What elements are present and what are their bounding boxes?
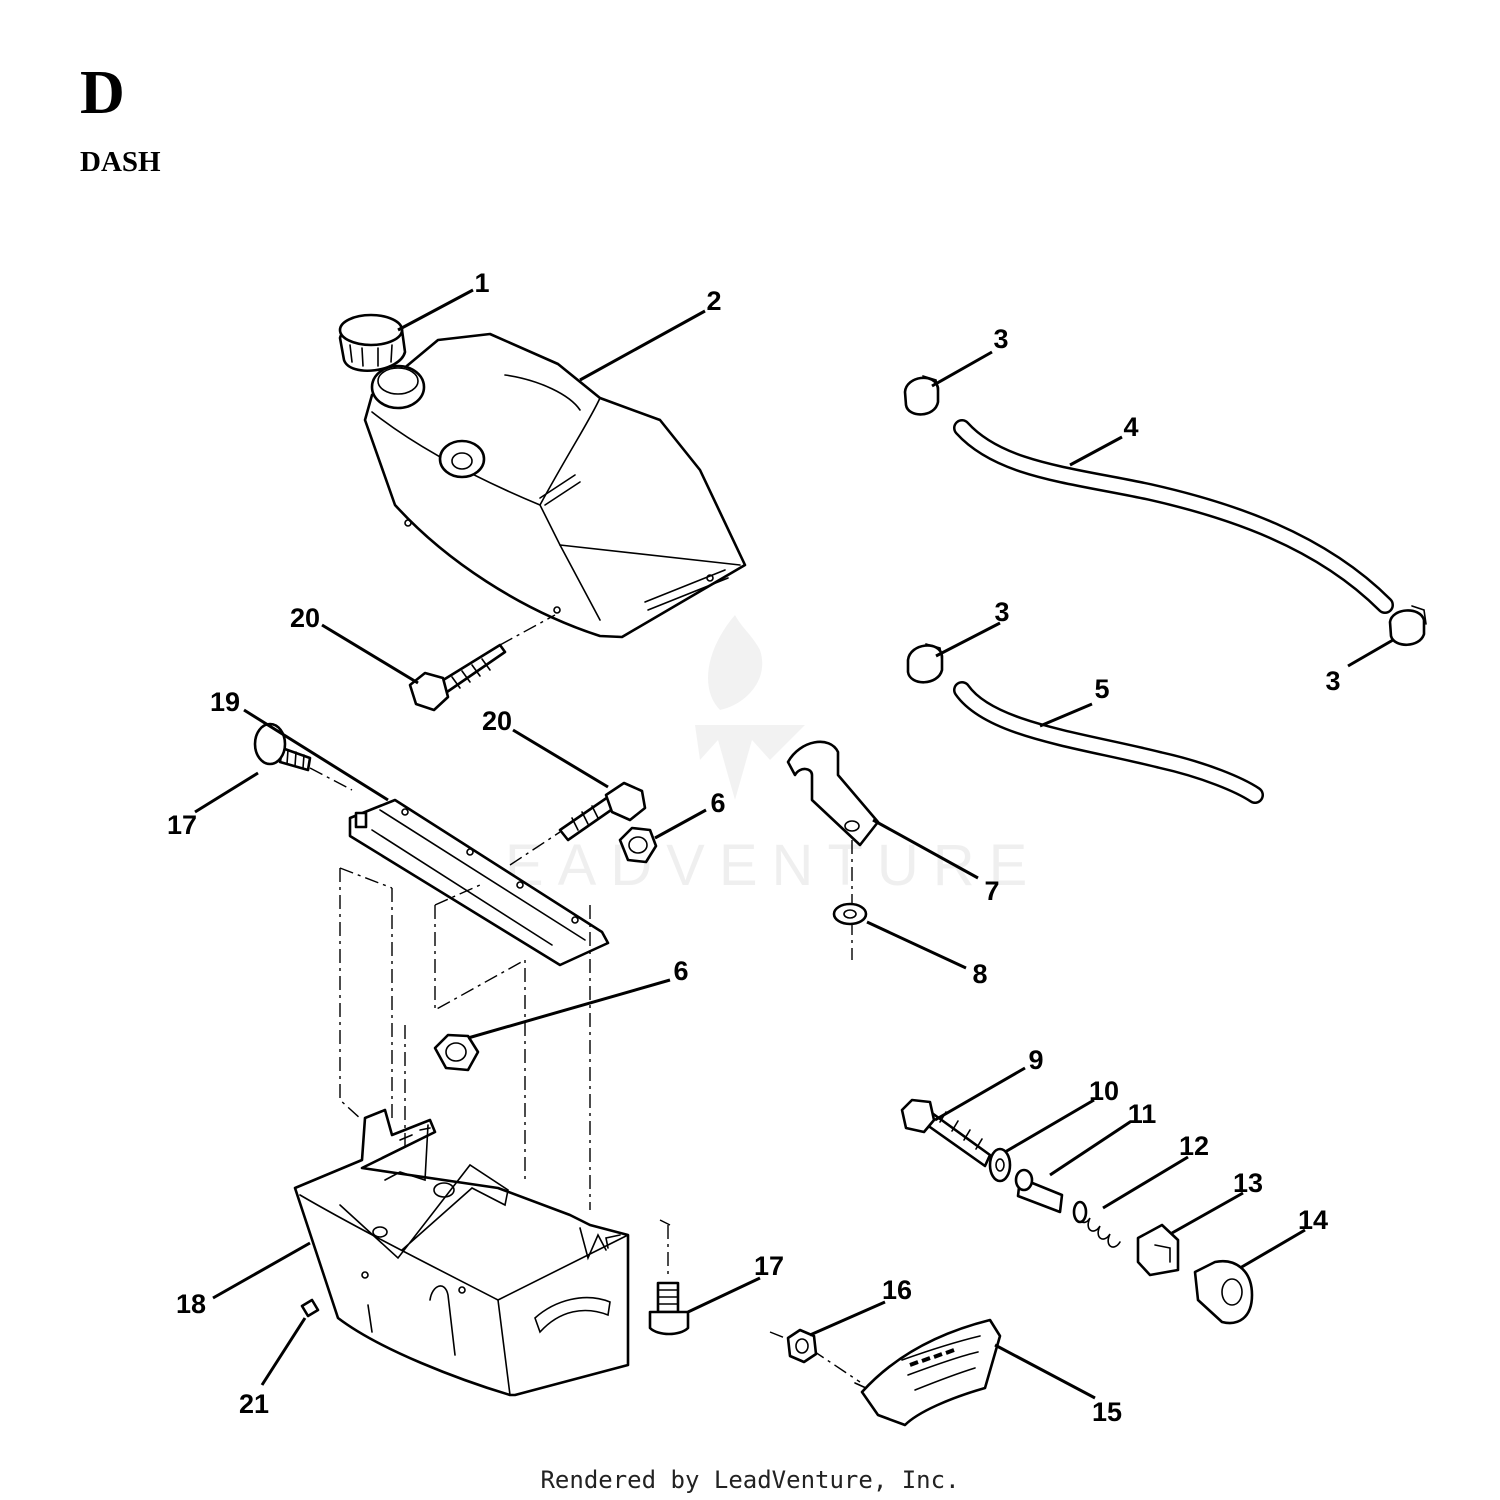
washer-10 (988, 1147, 1012, 1183)
callout-17: 17 (167, 810, 197, 840)
fuel-line-long (953, 419, 1394, 614)
watermark-logo: LEADVENTURE (459, 615, 1042, 898)
hex-bolt (900, 1098, 992, 1168)
callout-13: 13 (1233, 1168, 1263, 1198)
callout-11: 11 (1128, 1099, 1157, 1129)
fuel-line-short (953, 681, 1264, 804)
callout-3: 3 (993, 324, 1008, 354)
callout-19: 19 (210, 687, 240, 717)
callout-2: 2 (706, 286, 721, 316)
callout-3: 3 (1325, 666, 1340, 696)
throttle-decal-plate (854, 1318, 1002, 1427)
callout-15: 15 (1092, 1397, 1122, 1427)
callout-12: 12 (1179, 1131, 1209, 1161)
callout-21: 21 (239, 1389, 269, 1419)
callout-1: 1 (474, 268, 489, 298)
render-credit: Rendered by LeadVenture, Inc. (540, 1466, 960, 1494)
section-letter: D (80, 59, 125, 127)
leader-lines (194, 288, 1394, 1400)
fuel-cap (338, 313, 407, 373)
hose-clamp-right (1388, 605, 1427, 647)
hose-clamp-middle (906, 643, 944, 684)
flat-washer (832, 902, 868, 926)
hose-clamp-top (903, 375, 940, 416)
callout-20: 20 (290, 603, 320, 633)
fuel-line-clip (786, 740, 880, 960)
spacer (1014, 1168, 1064, 1214)
callout-8: 8 (972, 959, 987, 989)
throttle-nut (769, 1328, 861, 1383)
hex-nut-upper (618, 826, 658, 864)
callout-6: 6 (673, 956, 688, 986)
callout-labels: 1 2 3 4 3 5 3 20 19 20 17 6 7 8 6 9 10 1… (167, 268, 1341, 1427)
hex-nut-lower (433, 1033, 480, 1072)
fuel-tank (363, 332, 747, 639)
callout-5: 5 (1094, 674, 1109, 704)
tapping-screw-upper (408, 614, 556, 712)
assembly-centerlines (339, 867, 671, 1226)
compression-spring (1072, 1200, 1121, 1248)
callout-6: 6 (710, 788, 725, 818)
callout-10: 10 (1089, 1076, 1119, 1106)
callout-16: 16 (882, 1275, 912, 1305)
small-screw (300, 1298, 320, 1318)
callout-9: 9 (1028, 1045, 1043, 1075)
watermark-text: LEADVENTURE (459, 833, 1042, 898)
callout-7: 7 (984, 876, 999, 906)
callout-14: 14 (1298, 1205, 1328, 1235)
callout-17: 17 (754, 1251, 784, 1281)
tapping-screw-lower (509, 781, 647, 866)
dash-panel (293, 1108, 630, 1397)
carriage-bolt-upper (253, 722, 353, 791)
callout-20: 20 (482, 706, 512, 736)
carriage-bolt-lower (648, 1225, 690, 1336)
callout-4: 4 (1123, 412, 1138, 442)
callout-3: 3 (994, 597, 1009, 627)
section-title: DASH (80, 146, 161, 178)
dash-support-bracket (348, 798, 610, 967)
throttle-lever (1193, 1259, 1254, 1325)
callout-18: 18 (176, 1289, 206, 1319)
friction-block (1136, 1223, 1180, 1277)
